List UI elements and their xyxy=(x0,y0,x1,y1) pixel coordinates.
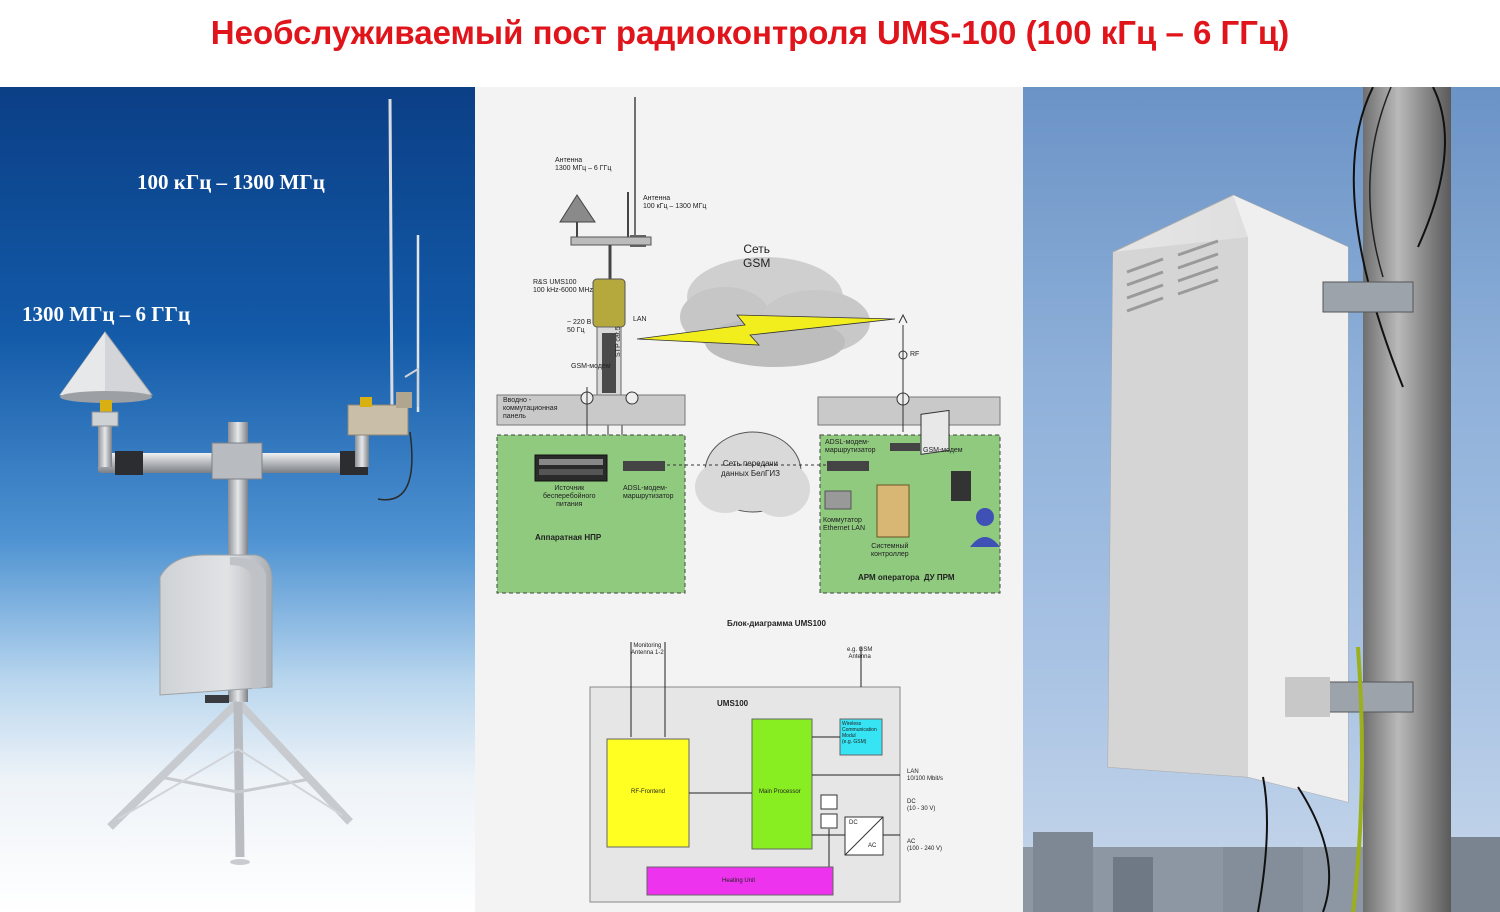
label-high-band: 1300 МГц – 6 ГГц xyxy=(22,302,191,326)
lan-label: LAN xyxy=(633,316,647,323)
gsm-modem-left-label: GSM-модем xyxy=(571,363,611,370)
hardware-npr-label: Аппаратная НПР xyxy=(535,533,602,542)
tripod-leg xyxy=(107,699,241,830)
tripod-photo: 100 кГц – 1300 МГц 1300 МГц – 6 ГГц xyxy=(0,87,475,912)
rf-frontend-block xyxy=(606,738,690,848)
main-processor-label: Main Processor xyxy=(759,789,801,795)
stp-label: STP cat.5 xyxy=(615,326,622,357)
wireless-module-block xyxy=(839,718,883,756)
operator-icon xyxy=(976,508,994,526)
ac-port-label: AC(100 - 240 V) xyxy=(907,839,943,852)
adsl-left-label: ADSL-модем-маршрутизатор xyxy=(623,485,674,500)
main-processor-block xyxy=(751,718,813,850)
block-diagram-caption: Блок-диаграмма UMS100 xyxy=(727,619,826,628)
wireless-link-bolt xyxy=(636,314,896,346)
operator-zone xyxy=(819,434,1001,594)
cabinet-photo xyxy=(1023,87,1500,912)
heating-unit-label: Heating Unit xyxy=(722,878,756,884)
dc-port-label: DC(10 - 30 V) xyxy=(907,799,936,812)
cone-antenna-diagram xyxy=(559,194,596,223)
equipment-housing xyxy=(159,554,273,696)
rf-frontend-label: RF-Frontend xyxy=(631,789,666,795)
cabinet-illustration xyxy=(1023,87,1500,912)
network-diagram xyxy=(496,97,1001,903)
whip-antenna xyxy=(388,98,394,413)
converter-ac-label: AC xyxy=(868,843,877,849)
page-title: Необслуживаемый пост радиоконтроля UMS-1… xyxy=(210,14,1290,51)
system-controller xyxy=(876,484,910,538)
tripod-illustration xyxy=(59,98,420,865)
heating-unit-block xyxy=(646,866,834,896)
frame-label: UMS100 xyxy=(717,699,749,708)
data-network-cloud xyxy=(695,431,810,517)
arm-operator-label: АРМ оператора ДУ ПРМ xyxy=(858,573,955,582)
cabinet-vents xyxy=(1126,239,1219,313)
gsm-modem-right-label: GSM-модем xyxy=(923,447,963,454)
mounting-bracket xyxy=(1322,281,1414,313)
label-low-band: 100 кГц – 1300 МГц xyxy=(137,170,325,194)
gsm-cloud xyxy=(680,257,870,367)
adsl-right-label: ADSL-модем-маршрутизатор xyxy=(825,439,876,454)
rf-label: RF xyxy=(910,351,920,358)
ums-unit-diagram xyxy=(592,278,626,328)
converter-dc-label: DC xyxy=(849,820,858,826)
antenna-amplifier-box xyxy=(347,404,409,436)
utility-pole xyxy=(1363,87,1451,912)
